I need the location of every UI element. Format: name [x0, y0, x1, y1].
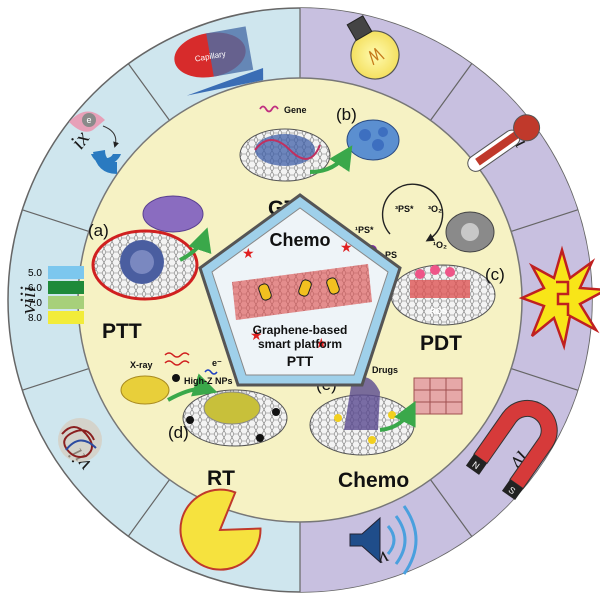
ph-legend-label: 6.0: [28, 283, 42, 294]
ring-divider: [22, 209, 90, 232]
panel-letter-c: (c): [485, 265, 505, 284]
oxygen-triplet: ³O₂: [428, 204, 442, 214]
pdt-label: PDT: [420, 332, 462, 355]
rt-label: RT: [207, 467, 235, 490]
ph-legend-swatch: [48, 296, 84, 309]
electron-label: e: [86, 115, 91, 125]
ph-scale-icon: 5.0 6.0 7.0 8.0: [28, 266, 84, 324]
ph-legend-label: 7.0: [28, 298, 42, 309]
center-caption-1: Graphene-based: [253, 323, 348, 337]
gene-label: Gene: [284, 105, 307, 115]
ring-divider: [510, 209, 578, 232]
panel-rt: X-ray e⁻ High-Z NPs (d) RT: [120, 352, 288, 490]
ph-legend-swatch: [48, 311, 84, 324]
panel-chemo: Drugs (e) Chemo: [309, 365, 463, 492]
oxygen-singlet: ¹O₂: [433, 240, 447, 250]
center-bottom-label: PTT: [287, 353, 314, 369]
ring-numeral-viii: viii: [15, 286, 40, 314]
ptt-label: PTT: [102, 320, 142, 343]
light-bulb-icon: [346, 15, 400, 80]
magnet-s-label: S: [507, 485, 518, 497]
center-caption-2: smart platform: [258, 337, 342, 351]
graphene-sheet: ★ ★ ★ ★: [232, 239, 372, 351]
chemo-label: Chemo: [338, 469, 409, 492]
thermometer-icon: [467, 114, 541, 172]
protein-icon: [58, 418, 102, 462]
enzyme-icon: e: [69, 111, 121, 174]
ring-divider: [430, 63, 473, 121]
ps-label: PS: [385, 250, 397, 260]
ph-legend-label: 5.0: [28, 268, 42, 279]
svg-text:★: ★: [242, 245, 255, 261]
high-z-label: High-Z NPs: [184, 376, 233, 386]
ps-excited-left: ¹PS*: [355, 225, 374, 235]
pacman-icon: [179, 488, 262, 571]
ph-legend-swatch: [48, 281, 84, 294]
drugs-label: Drugs: [372, 365, 398, 375]
panel-letter-b: (b): [336, 105, 357, 124]
panel-gt: Gene (b) GT: [239, 105, 400, 220]
magnet-n-label: N: [470, 459, 481, 471]
ph-legend-label: 8.0: [28, 313, 42, 324]
ring-dividers: [22, 8, 578, 592]
ring-divider: [127, 479, 170, 537]
svg-text:★: ★: [315, 335, 328, 351]
capillary-icon: Capillary: [174, 26, 264, 96]
svg-text:★: ★: [250, 327, 263, 343]
speaker-icon: [349, 505, 418, 575]
svg-text:★: ★: [340, 239, 353, 255]
center-top-label: Chemo: [269, 230, 330, 250]
ring-divider: [22, 368, 90, 391]
panel-letter-a: (a): [88, 221, 109, 240]
magnet-icon: N S: [465, 399, 558, 501]
ring-divider: [127, 63, 170, 121]
xray-label: X-ray: [130, 360, 153, 370]
panel-ptt: (a) PTT: [88, 195, 212, 343]
ps-triplet: ³PS*: [395, 204, 414, 214]
panel-pdt: ¹PS* ³PS* ³O₂ ¹O₂ PS ROS (c) PDT: [355, 183, 505, 355]
ring-divider: [510, 368, 578, 391]
explosion-icon: [518, 245, 600, 351]
center-pentagon: ★ ★ ★ ★ Chemo Graphene-based smart platf…: [198, 193, 402, 387]
panel-letter-d: (d): [168, 423, 189, 442]
ph-legend-swatch: [48, 266, 84, 279]
ring-divider: [430, 479, 473, 537]
ros-label: ROS: [430, 307, 448, 316]
electron-annot: e⁻: [212, 358, 222, 368]
